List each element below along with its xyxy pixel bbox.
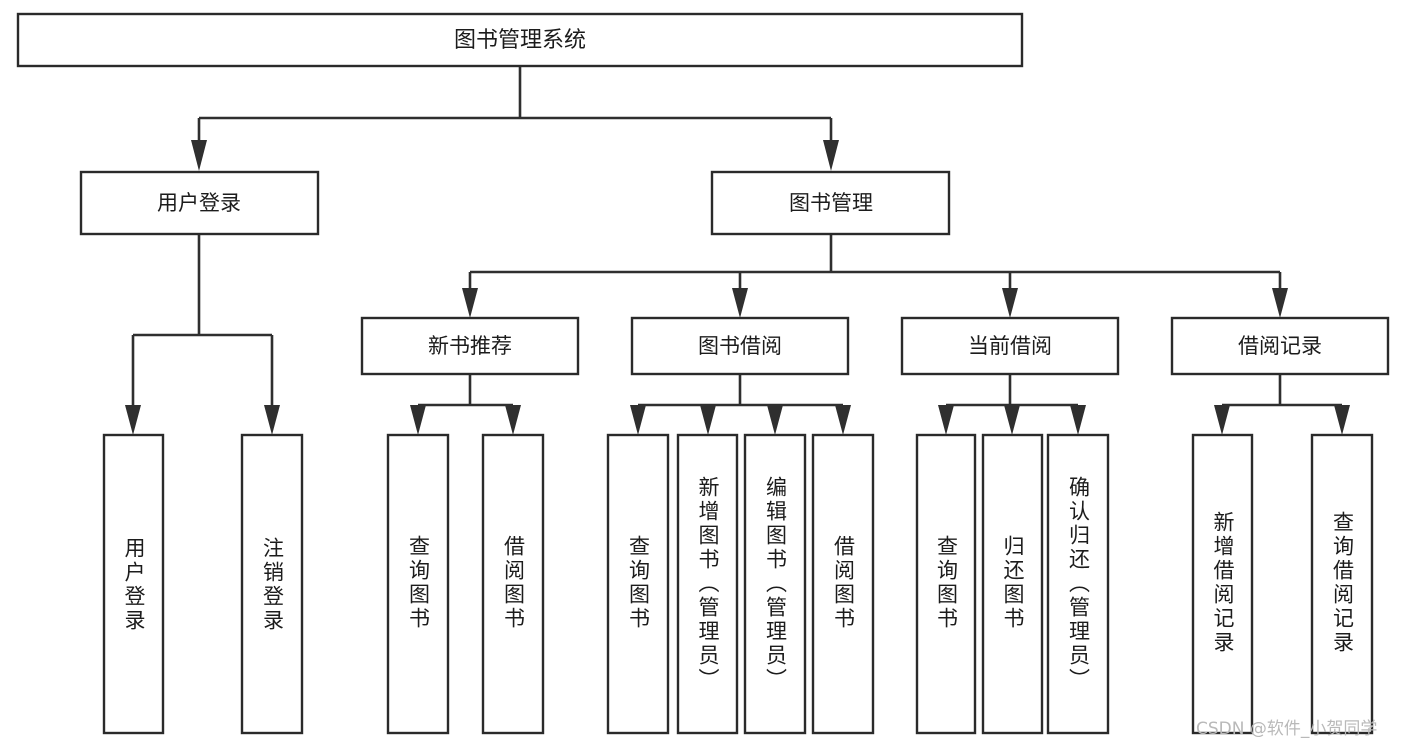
arrow-head-leaf-edit-book <box>767 405 783 435</box>
arrow-head-leaf-query-book-3 <box>938 405 954 435</box>
node-current-borrow-box[interactable] <box>900 316 1120 376</box>
node-book-management[interactable]: 图书管理 <box>710 170 951 236</box>
node-borrow-record[interactable]: 借阅记录 <box>1170 316 1390 376</box>
arrow-head-leaf-add-book <box>700 405 716 435</box>
csdn-watermark: CSDN @软件_小贺同学 <box>1196 719 1378 739</box>
arrow-head-leaf-user-logout <box>264 405 280 435</box>
arrow-head-leaf-user-login <box>125 405 141 435</box>
node-leaf-add-book-box[interactable] <box>676 433 739 735</box>
node-root-box[interactable] <box>16 12 1024 68</box>
node-user-login-box[interactable] <box>79 170 320 236</box>
node-new-book-recommend-label: 新书推荐 <box>428 334 512 358</box>
arrow-head-new-book-recommend <box>462 288 478 318</box>
node-leaf-query-book-3-box[interactable] <box>915 433 977 735</box>
node-borrow-record-box[interactable] <box>1170 316 1390 376</box>
connector-group-new-book-recommend <box>410 374 521 435</box>
node-book-borrow-box[interactable] <box>630 316 850 376</box>
node-leaf-borrow-book-1-box[interactable] <box>481 433 545 735</box>
arrow-head-leaf-confirm-return <box>1070 405 1086 435</box>
connector-group-book-management <box>462 234 1288 318</box>
node-book-borrow[interactable]: 图书借阅 <box>630 316 850 376</box>
arrow-head-user-login <box>191 140 207 171</box>
node-leaf-user-logout-box[interactable] <box>240 433 304 735</box>
connector-group-borrow-record <box>1214 374 1350 435</box>
node-user-login[interactable]: 用户登录 <box>79 170 320 236</box>
node-user-login-label: 用户登录 <box>157 191 241 215</box>
node-new-book-recommend[interactable]: 新书推荐 <box>360 316 580 376</box>
node-leaf-query-book-1-box[interactable] <box>386 433 450 735</box>
node-current-borrow[interactable]: 当前借阅 <box>900 316 1120 376</box>
node-root-label: 图书管理系统 <box>454 28 586 53</box>
node-leaf-query-record-box[interactable] <box>1310 433 1374 735</box>
node-book-management-box[interactable] <box>710 170 951 236</box>
arrow-head-leaf-borrow-book-1 <box>505 405 521 435</box>
node-book-borrow-label: 图书借阅 <box>698 334 782 358</box>
node-leaf-user-login-box[interactable] <box>102 433 165 735</box>
node-borrow-record-label: 借阅记录 <box>1238 334 1322 358</box>
arrow-head-borrow-record <box>1272 288 1288 318</box>
node-leaf-query-book-2-box[interactable] <box>606 433 670 735</box>
arrow-head-leaf-return-book <box>1004 405 1020 435</box>
arrow-head-book-borrow <box>732 288 748 318</box>
node-current-borrow-label: 当前借阅 <box>968 334 1052 358</box>
node-leaf-add-record-box[interactable] <box>1191 433 1254 735</box>
node-leaf-borrow-book-2-box[interactable] <box>811 433 875 735</box>
connector-group-current-borrow <box>938 374 1086 435</box>
arrow-head-leaf-query-book-2 <box>630 405 646 435</box>
node-leaf-edit-book-box[interactable] <box>743 433 807 735</box>
arrow-head-leaf-borrow-book-2 <box>835 405 851 435</box>
connector-group-user-login <box>125 234 280 435</box>
connector-group-book-borrow <box>630 374 851 435</box>
arrow-head-leaf-query-record <box>1334 405 1350 435</box>
node-leaf-return-book-box[interactable] <box>981 433 1044 735</box>
node-root[interactable]: 图书管理系统 <box>16 12 1024 68</box>
arrow-head-leaf-add-record <box>1214 405 1230 435</box>
node-new-book-recommend-box[interactable] <box>360 316 580 376</box>
connector-group-root <box>191 66 839 171</box>
node-book-management-label: 图书管理 <box>789 191 873 215</box>
node-leaf-confirm-return-box[interactable] <box>1046 433 1110 735</box>
arrow-head-book-management <box>823 140 839 171</box>
arrow-head-leaf-query-book-1 <box>410 405 426 435</box>
arrow-head-current-borrow <box>1002 288 1018 318</box>
